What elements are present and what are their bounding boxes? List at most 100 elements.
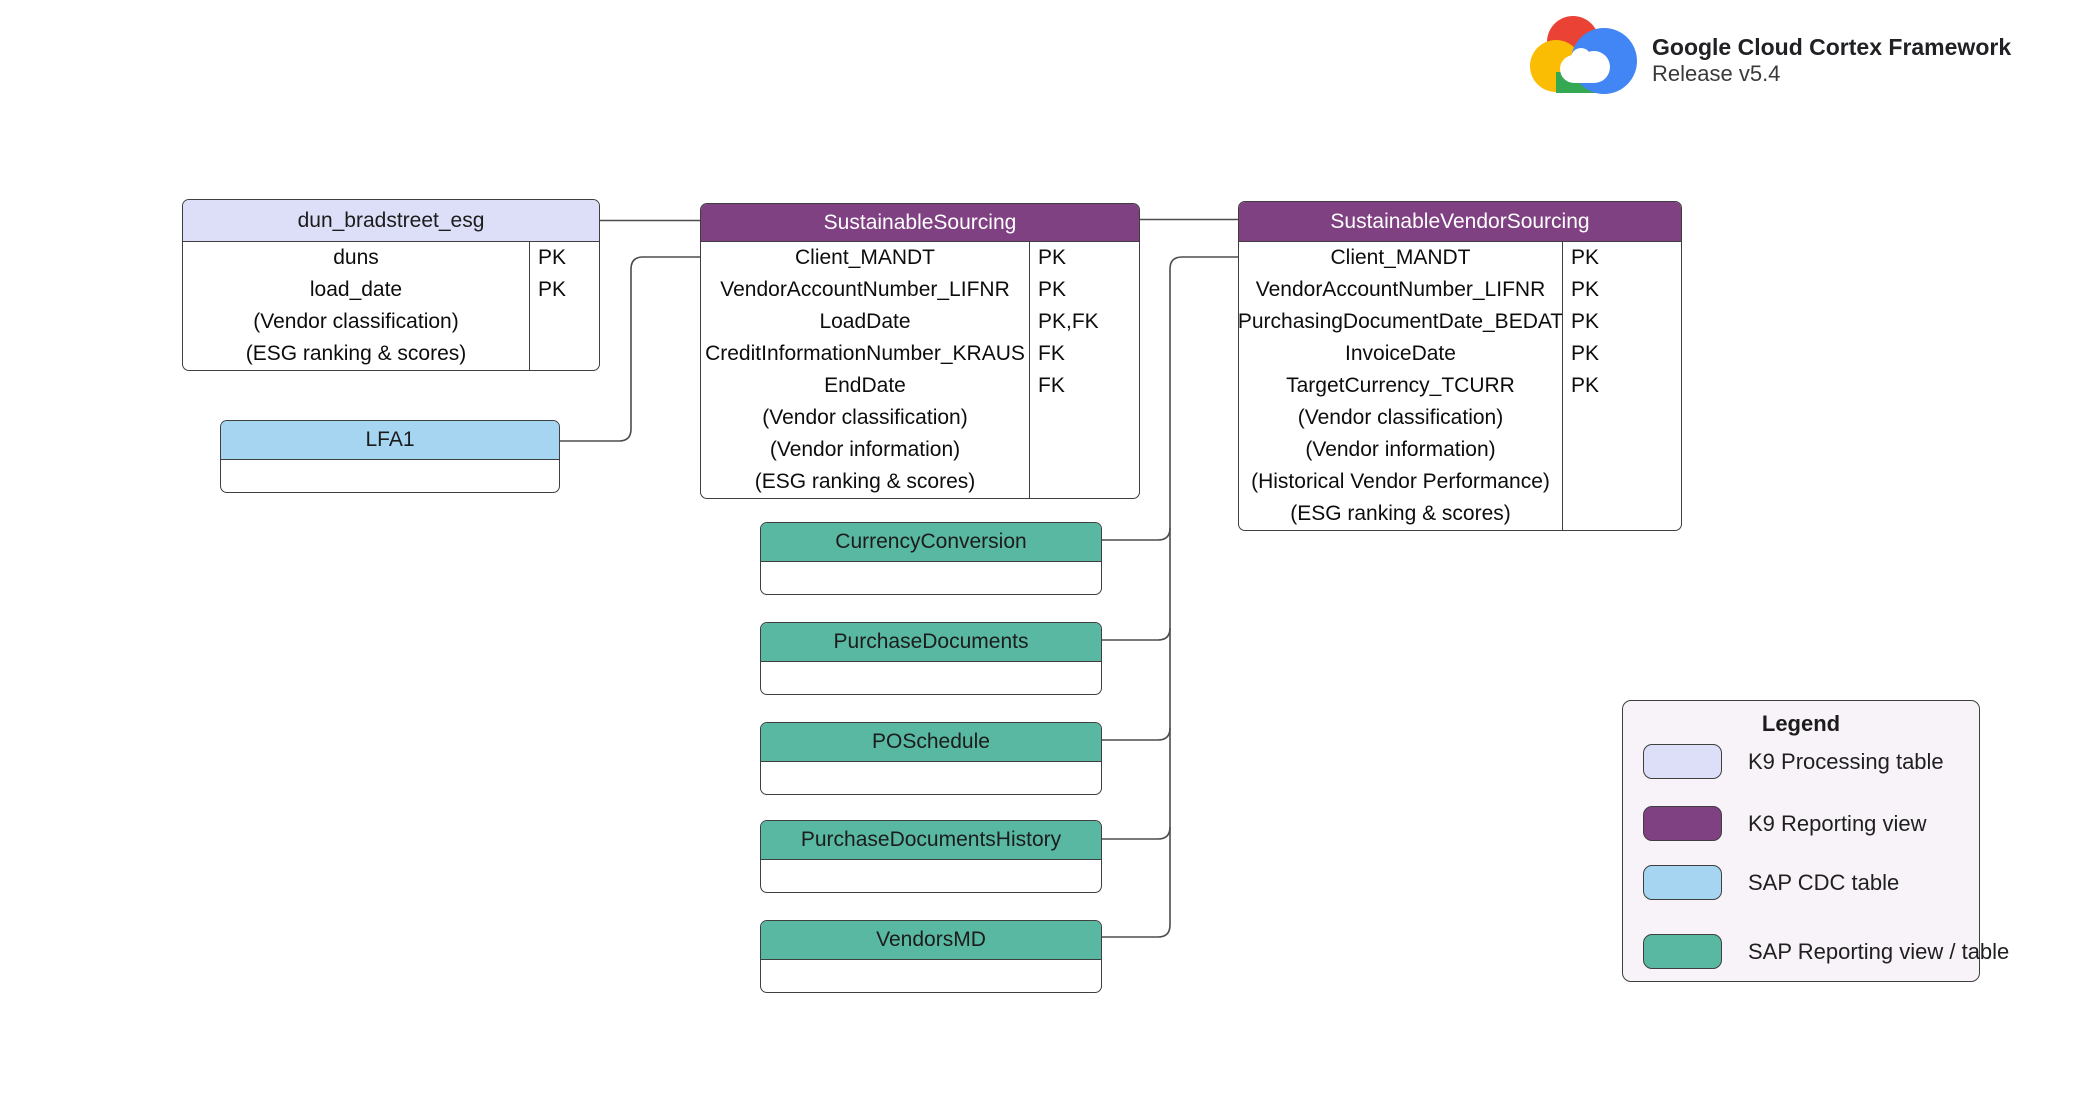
field-name: VendorAccountNumber_LIFNR [720,278,1010,301]
connector-purchasedocuments-branch [1102,627,1171,641]
connector-currencyconversion-branch [1102,527,1171,541]
key-cell: PK [1038,246,1067,269]
field-name: (Historical Vendor Performance) [1251,470,1550,493]
app-title: Google Cloud Cortex Framework [1652,34,2012,60]
legend-label: SAP Reporting view / table [1748,938,2010,964]
field-name: (Vendor classification) [1297,406,1504,429]
field-column [761,960,1101,992]
field-name: CreditInformationNumber_KRAUS [705,342,1025,365]
table-body [761,762,1101,794]
field-name: (Vendor classification) [253,310,459,333]
key-cell [1030,466,1139,498]
field-name: (ESG ranking & scores) [754,470,976,493]
connector-lfa1-to-sustainablesourcing [560,256,700,442]
field-name [761,562,1101,594]
table-body: Client_MANDT VendorAccountNumber_LIFNR L… [701,242,1139,498]
field-name: (Vendor classification) [762,406,968,429]
field-name: duns [333,246,379,269]
key-cell [1030,434,1139,466]
google-cloud-logo [1528,8,1640,100]
field-column [761,860,1101,892]
key-cell: PK [1571,310,1600,333]
field-name: PurchasingDocumentDate_BEDAT [1238,310,1564,333]
table-body [761,960,1101,992]
legend-label: SAP CDC table [1748,869,1900,895]
legend-title: Legend [1761,711,1841,736]
key-cell: PK [1571,246,1600,269]
table-body [761,562,1101,594]
key-cell [1563,402,1681,434]
table-purchasedocumentshistory: PurchaseDocumentsHistory [760,820,1102,893]
key-cell [530,306,599,338]
key-column: PK PK [529,242,599,370]
field-name: VendorAccountNumber_LIFNR [1255,278,1546,301]
field-name: LoadDate [819,310,911,333]
key-cell [1563,498,1681,530]
legend-label: K9 Processing table [1748,748,1944,774]
table-lfa1: LFA1 [220,420,560,493]
connector-vendorsmd-trunk-to-sustainablevendorsourcing [1102,256,1238,938]
logo-cloud-white [1574,67,1594,83]
table-header: SustainableVendorSourcing [1239,202,1681,242]
app-subtitle: Release v5.4 [1652,61,1781,86]
table-body: Client_MANDT VendorAccountNumber_LIFNR P… [1239,242,1681,530]
table-vendorsmd: VendorsMD [760,920,1102,993]
legend-swatch-k9-reporting-view [1643,806,1722,841]
table-body [761,860,1101,892]
key-cell: FK [1038,342,1065,365]
key-cell: PK [1038,278,1067,301]
connector-poschedule-branch [1102,727,1171,741]
key-cell: PK [538,246,567,269]
table-body: duns load_date (Vendor classification) (… [183,242,599,370]
legend-swatch-sap-cdc-table [1643,865,1722,900]
key-cell [530,338,599,370]
table-sustainablesourcing: SustainableSourcing Client_MANDT VendorA… [700,203,1140,499]
field-column [761,662,1101,694]
table-header: PurchaseDocumentsHistory [761,821,1101,860]
field-name: (Vendor information) [769,438,961,461]
table-header: dun_bradstreet_esg [183,200,599,242]
field-column [761,562,1101,594]
connector-purchasedocumentshistory-branch [1102,826,1171,840]
field-column: Client_MANDT VendorAccountNumber_LIFNR P… [1238,242,1564,530]
field-name [761,960,1101,992]
table-header: SustainableSourcing [701,204,1139,242]
field-name [761,762,1101,794]
field-name: EndDate [824,374,906,397]
table-header: PurchaseDocuments [761,623,1101,662]
field-name: (ESG ranking & scores) [1290,502,1511,525]
legend-label: K9 Reporting view [1748,810,1927,836]
table-header: POSchedule [761,723,1101,762]
field-name: load_date [309,278,403,301]
legend-swatch-k9-processing-table [1643,744,1722,779]
table-body [761,662,1101,694]
key-cell [1563,434,1681,466]
key-column: PK PK PK,FK FK FK [1029,242,1139,498]
table-header: LFA1 [221,421,559,460]
field-column [221,460,559,492]
field-name [221,460,559,492]
field-column: duns load_date (Vendor classification) (… [183,242,529,370]
key-cell: PK [538,278,567,301]
table-poschedule: POSchedule [760,722,1102,795]
table-purchasedocuments: PurchaseDocuments [760,622,1102,695]
key-cell: PK [1571,342,1600,365]
table-body [221,460,559,492]
key-cell: FK [1038,374,1065,397]
field-name: Client_MANDT [1330,246,1471,269]
legend: Legend K9 Processing table K9 Reporting … [1622,700,2009,982]
key-cell: PK,FK [1038,310,1099,333]
field-column [761,762,1101,794]
key-column: PK PK PK PK PK [1562,242,1681,530]
field-name: Client_MANDT [794,246,936,269]
table-sustainablevendorsourcing: SustainableVendorSourcing Client_MANDT V… [1238,201,1682,531]
field-name: (ESG ranking & scores) [245,342,467,365]
key-cell [1030,402,1139,434]
key-cell [1563,466,1681,498]
field-name: InvoiceDate [1345,342,1456,365]
key-cell: PK [1571,278,1600,301]
table-dun-bradstreet-esg: dun_bradstreet_esg duns load_date (Vendo… [182,199,600,371]
field-name [761,860,1101,892]
logo-cloud-white [1571,48,1591,68]
